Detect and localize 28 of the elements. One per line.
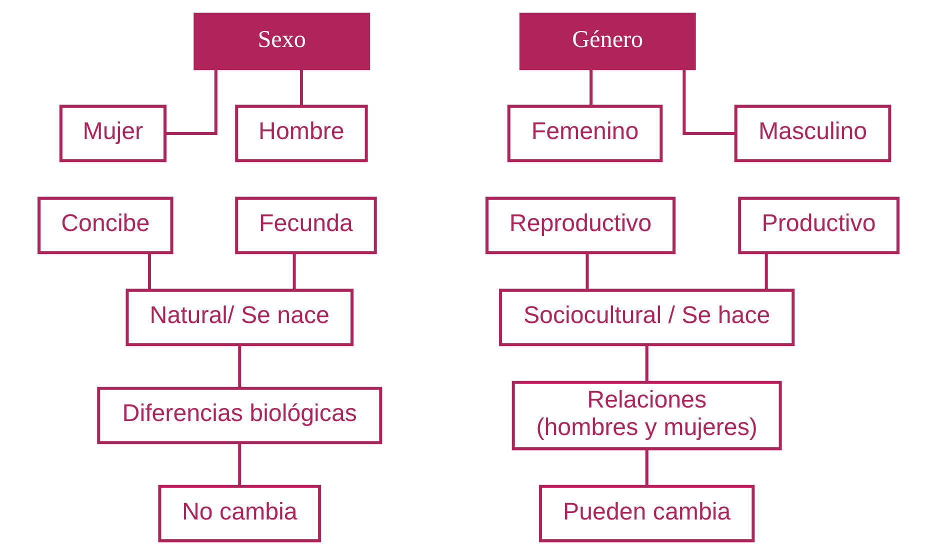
node-box: Género: [519, 12, 696, 70]
connector: [292, 253, 296, 290]
connector: [586, 253, 589, 290]
node-box: Reproductivo: [485, 196, 676, 254]
connector: [645, 344, 648, 382]
node-box: Sexo: [194, 12, 370, 70]
node-box: Sociocultural / Se hace: [499, 288, 795, 346]
node-box: Productivo: [738, 196, 900, 254]
node-box: Masculino: [734, 104, 892, 162]
connector: [165, 69, 218, 135]
node-box: Hombre: [235, 104, 368, 162]
node-box: Natural/ Se nace: [126, 288, 354, 346]
connector: [645, 448, 648, 486]
connector: [590, 69, 593, 106]
node-box: Diferencias biológicas: [97, 386, 382, 444]
node-box: Mujer: [59, 104, 166, 162]
connector: [682, 69, 736, 135]
node-box: Concibe: [38, 196, 174, 254]
node-box: No cambia: [158, 484, 322, 542]
node-box: Fecunda: [235, 196, 377, 254]
connector: [300, 69, 303, 106]
node-box: Femenino: [507, 104, 663, 162]
connector: [238, 442, 242, 486]
connector: [148, 253, 152, 290]
node-box: Relaciones (hombres y mujeres): [512, 380, 782, 450]
connector: [238, 344, 242, 388]
node-box: Pueden cambia: [539, 484, 755, 542]
connector: [764, 253, 768, 290]
